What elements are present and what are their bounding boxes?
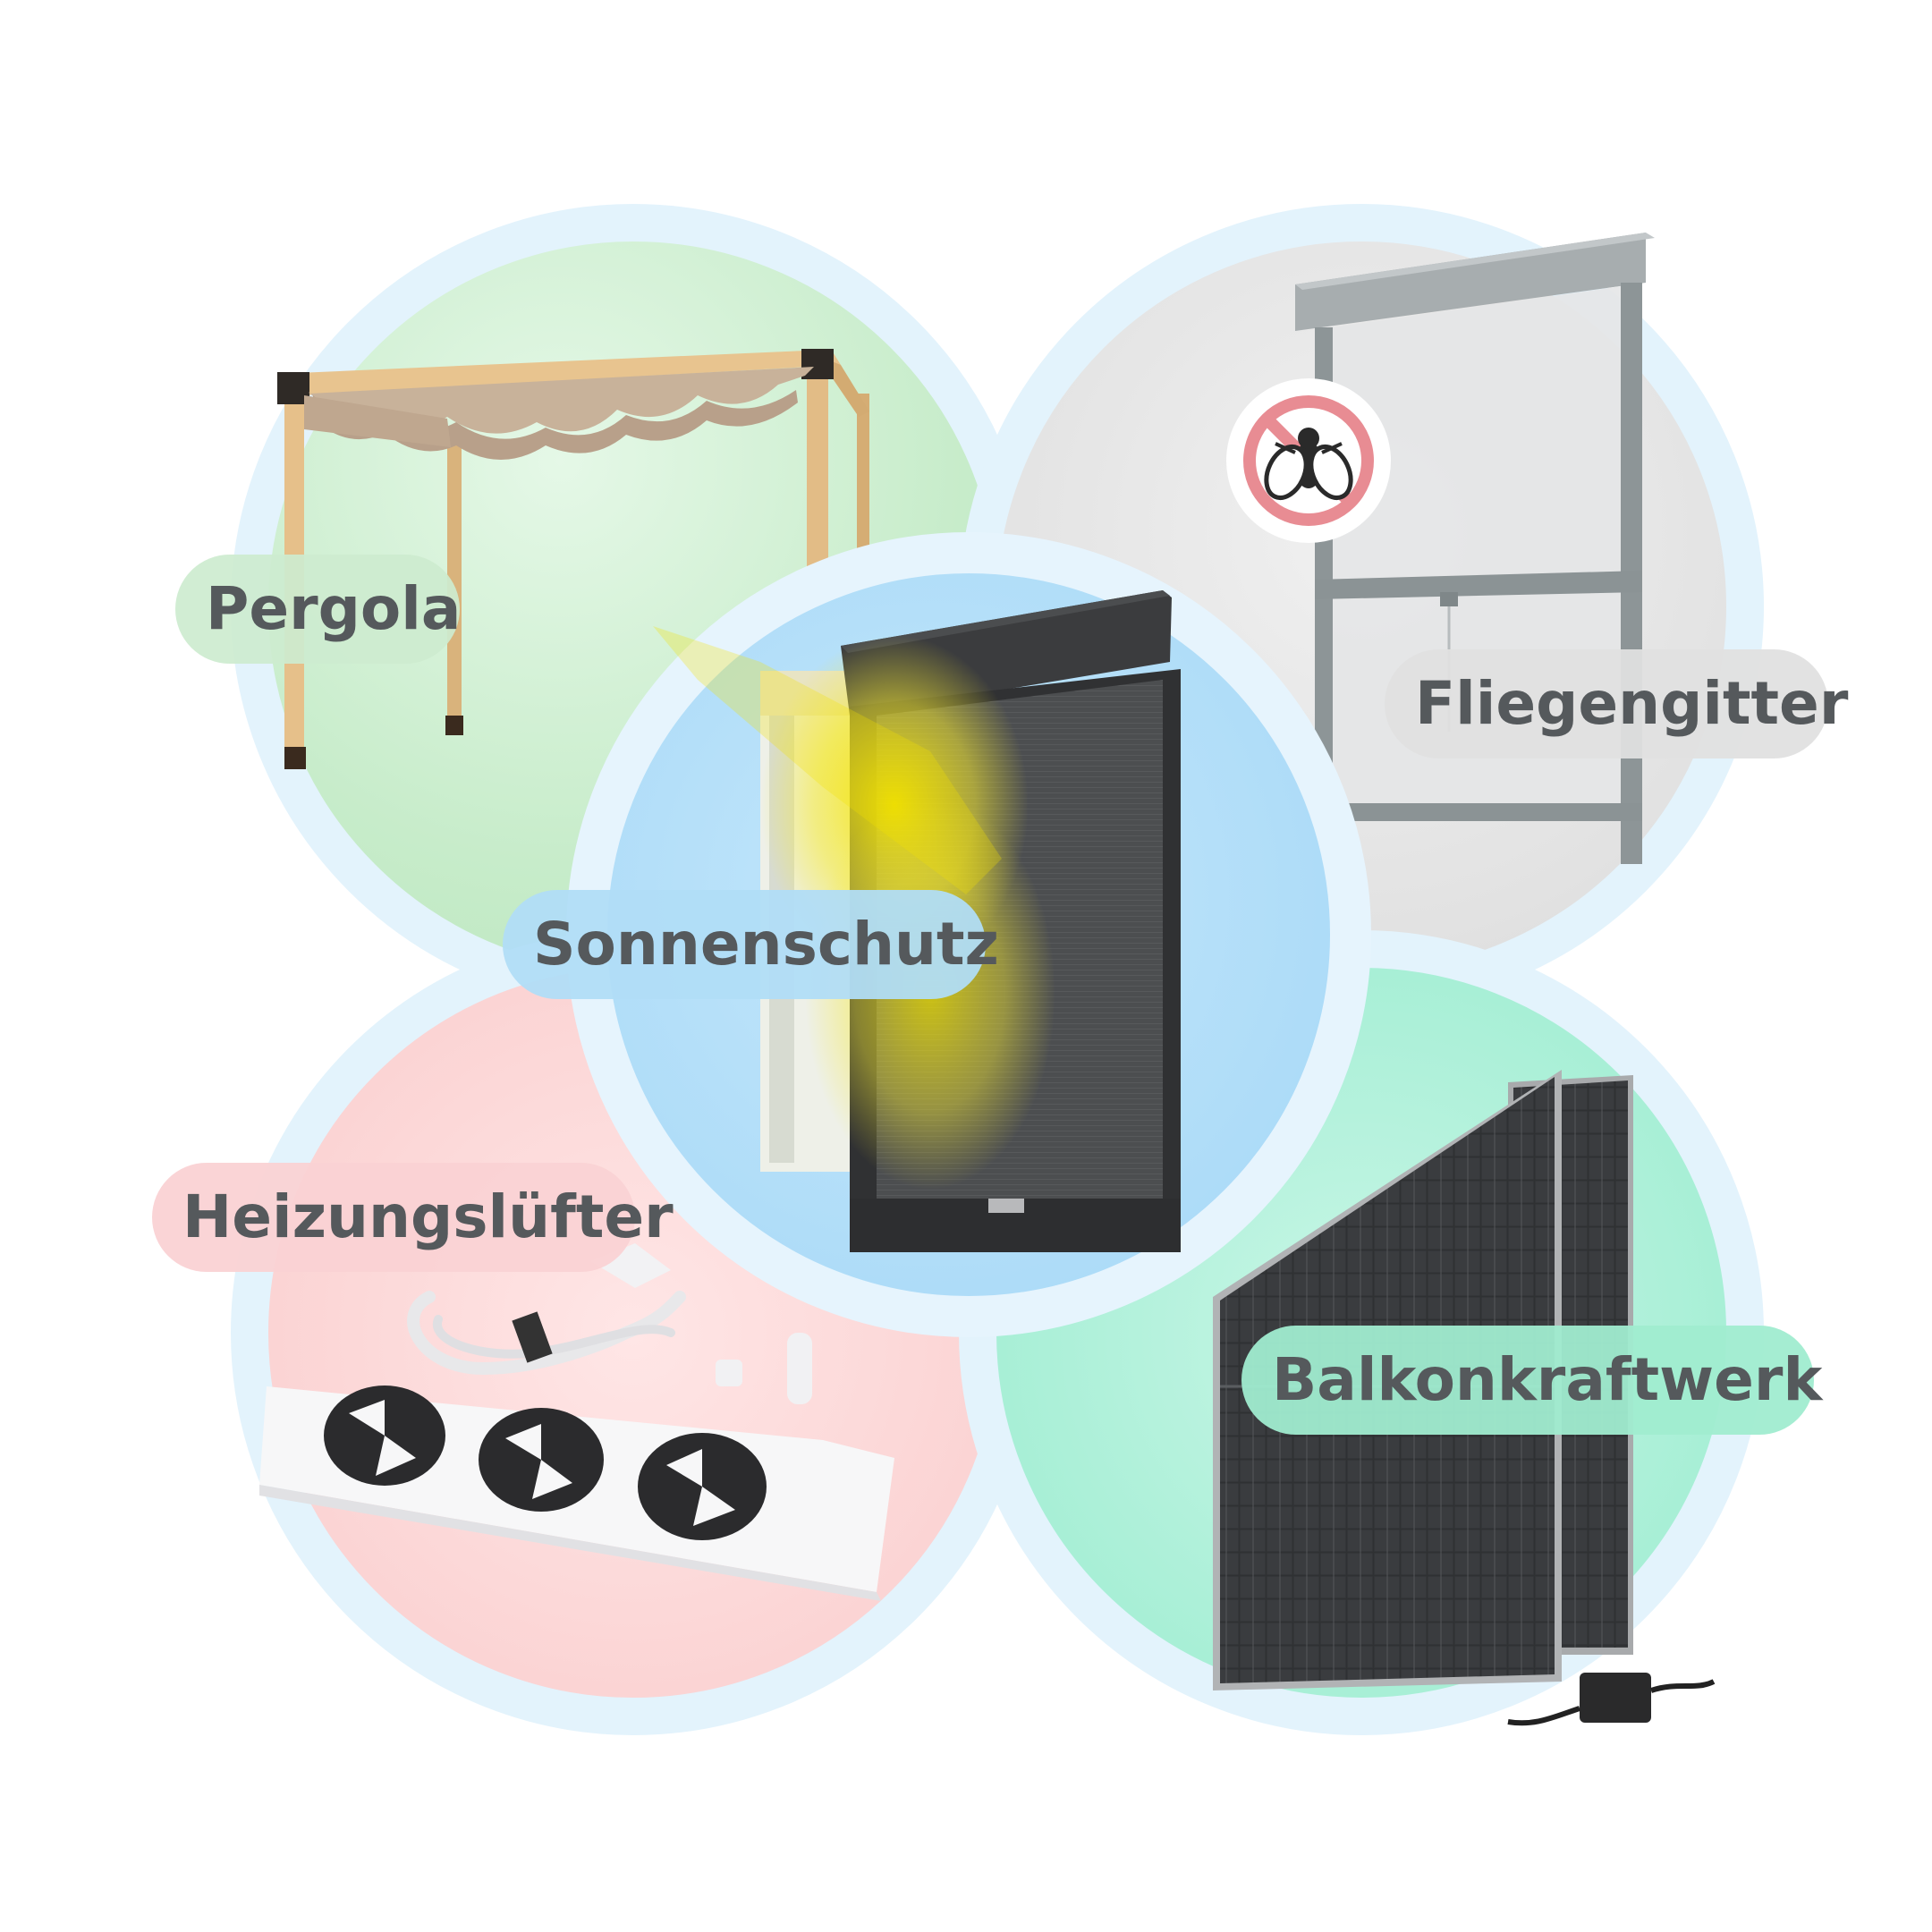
pergola-label[interactable]: Pergola bbox=[175, 555, 461, 664]
fliegengitter-image bbox=[1295, 233, 1655, 864]
sonnenschutz-label[interactable]: Sonnenschutz bbox=[503, 890, 999, 999]
heizungsluefter-image bbox=[259, 1243, 894, 1601]
no-insect-icon bbox=[1226, 378, 1391, 543]
fliegengitter-label[interactable]: Fliegengitter bbox=[1385, 649, 1848, 758]
balkonkraftwerk-label[interactable]: Balkonkraftwerk bbox=[1241, 1326, 1822, 1435]
heizungsluefter-label[interactable]: Heizungslüfter bbox=[152, 1163, 674, 1272]
